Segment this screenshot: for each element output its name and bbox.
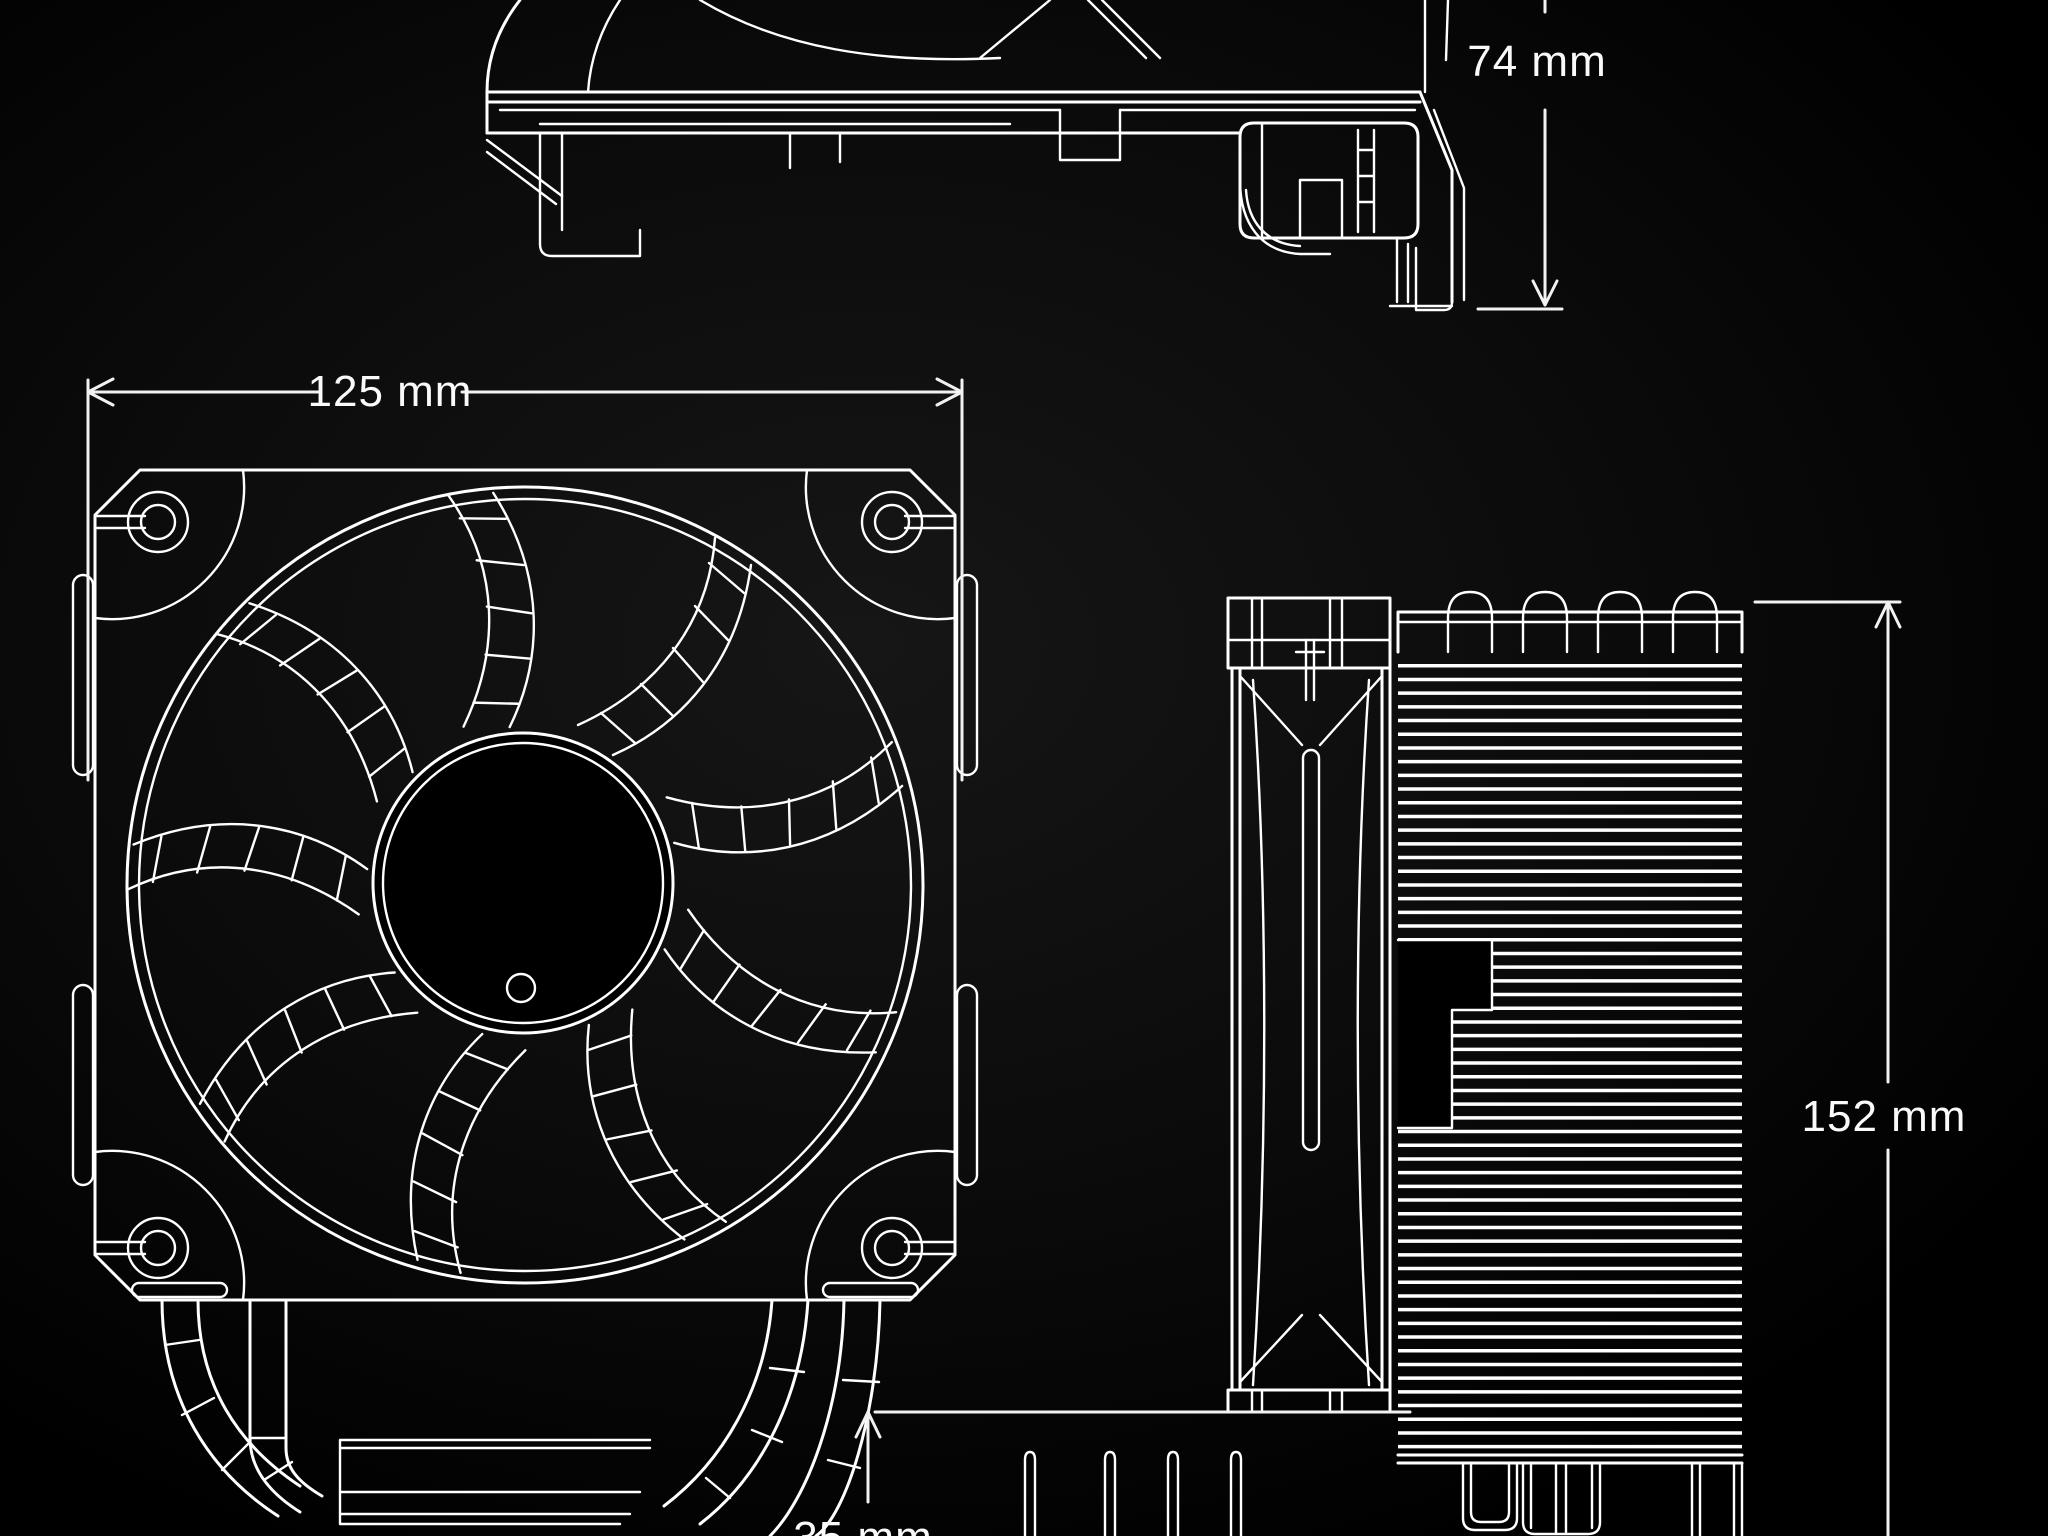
- heatpipe-tip: [1671, 590, 1719, 654]
- dimension-cooler-height: 152 mm: [1753, 600, 1967, 1536]
- heatpipe-tip: [1596, 590, 1644, 654]
- fan-side-tab: [71, 983, 95, 1187]
- arrow-left-icon: [86, 377, 115, 407]
- screw-hole-top-right: [860, 490, 955, 554]
- fan-bottom-tab: [821, 1281, 920, 1299]
- front-view-drawing: [71, 468, 979, 1536]
- dimension-base-offset: 35 mm: [793, 1410, 1412, 1536]
- top-view-drawing: [485, 0, 1466, 312]
- dimension-label-base-offset: 35 mm: [793, 1513, 932, 1536]
- dimension-label-fan-depth: 74 mm: [1467, 37, 1606, 86]
- side-fan: [1226, 596, 1392, 1414]
- heatpipe-tip: [1446, 590, 1494, 654]
- fan-hub: [371, 731, 675, 1035]
- fan-side-tab: [955, 983, 979, 1187]
- mounting-pins: [1023, 1450, 1243, 1536]
- heatpipe-tip: [1521, 590, 1569, 654]
- fan-side-tab: [71, 573, 95, 777]
- dimension-label-cooler-height: 152 mm: [1802, 1092, 1967, 1141]
- screw-hole-bottom-right: [860, 1216, 955, 1280]
- screw-hole-bottom-left: [95, 1216, 190, 1280]
- side-heatsink: [1396, 590, 1744, 1536]
- front-heatpipes: [160, 1298, 882, 1536]
- fan-side-tab: [955, 573, 979, 777]
- arrow-up-icon: [854, 1410, 882, 1439]
- dimension-fan-width: 125 mm: [86, 367, 964, 782]
- dimension-fan-depth: 74 mm: [1467, 0, 1606, 311]
- fan-bottom-tab: [130, 1281, 229, 1299]
- dimension-label-fan-width: 125 mm: [308, 367, 473, 416]
- arrow-right-icon: [935, 377, 964, 407]
- arrow-down-icon: [1531, 279, 1559, 307]
- arrow-up-icon: [1874, 600, 1902, 629]
- side-view-drawing: [1023, 590, 1744, 1536]
- screw-hole-top-left: [95, 490, 190, 554]
